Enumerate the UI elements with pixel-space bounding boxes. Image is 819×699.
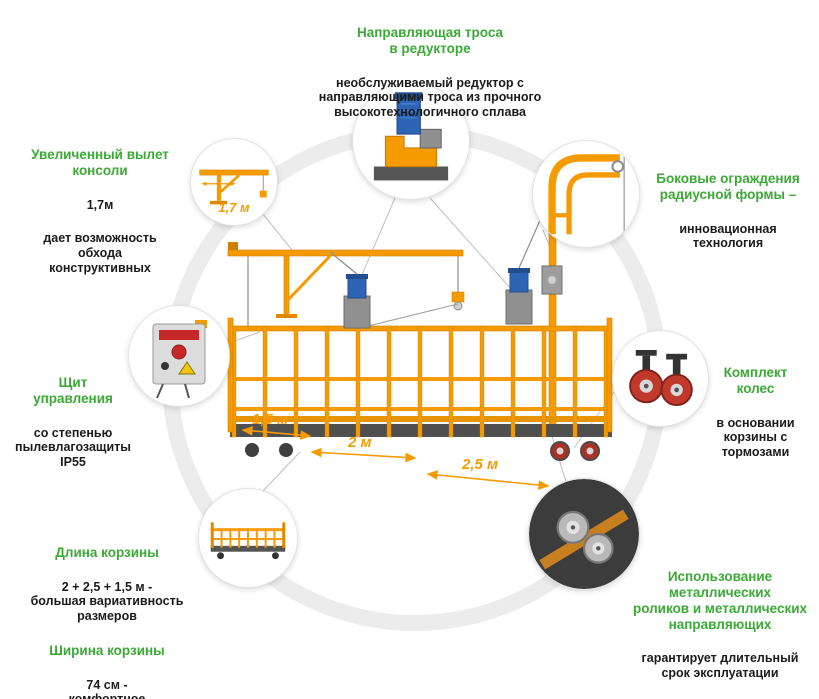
callout-photo-basket bbox=[198, 488, 298, 588]
dimension-arrows bbox=[241, 426, 550, 490]
callout-photo-rollers bbox=[528, 478, 640, 590]
gearbox-motor-icon bbox=[373, 92, 449, 181]
callout-photo-gearbox bbox=[352, 82, 470, 200]
callout-text-gearbox: Направляющая троса в редукторе необслужи… bbox=[270, 6, 590, 139]
panel-title: Щит управления bbox=[33, 374, 113, 406]
railing-posts bbox=[231, 325, 609, 438]
callout-text-panel: Щит управления со степенью пылевлагозащи… bbox=[8, 356, 138, 489]
mini-basket-icon bbox=[210, 522, 286, 560]
radius-railing-icon bbox=[548, 149, 625, 239]
panel-body: со степенью пылевлагозащиты IP55 bbox=[15, 425, 131, 470]
rollers-body: гарантирует длительный срок эксплуатации bbox=[641, 651, 799, 681]
callout-photo-wheels bbox=[612, 330, 709, 427]
dimension-section-small: 1,5 м bbox=[252, 411, 289, 428]
leader-lines bbox=[225, 197, 615, 493]
callout-text-railings: Боковые ограждения радиусной формы – инн… bbox=[642, 152, 814, 270]
gearbox-body: необслуживаемый редуктор с направляющими… bbox=[318, 75, 542, 120]
wheels-body: в основании корзины с тормозами bbox=[716, 415, 795, 460]
console-value: 1,7м bbox=[86, 197, 114, 212]
basket-width-title: Ширина корзины bbox=[49, 642, 165, 658]
basket-width-body: 74 см - комфортное использование bbox=[69, 677, 146, 699]
callout-text-basket: Длина корзины 2 + 2,5 + 1,5 м - большая … bbox=[12, 526, 202, 699]
gearbox-title: Направляющая троса в редукторе bbox=[356, 24, 504, 56]
wheels-title: Комплект колес bbox=[723, 364, 788, 396]
basket-length-body: 2 + 2,5 + 1,5 м - большая вариативность … bbox=[30, 579, 184, 624]
dimension-section-large: 2,5 м bbox=[462, 456, 499, 473]
console-davit-icon bbox=[199, 169, 269, 205]
console-title: Увеличенный вылет консоли bbox=[31, 146, 169, 178]
platform-basket bbox=[227, 317, 613, 461]
basket-length-title: Длина корзины bbox=[55, 544, 159, 560]
callout-photo-control-panel bbox=[128, 305, 230, 407]
davit-console bbox=[227, 242, 465, 327]
dimension-section-mid: 2 м bbox=[348, 434, 372, 451]
callout-photo-radius-railing bbox=[532, 140, 640, 248]
control-panel-icon bbox=[152, 320, 207, 399]
callout-text-rollers: Использование металлических роликов и ме… bbox=[625, 550, 815, 699]
dimension-console-reach: 1,7 м bbox=[218, 200, 250, 215]
callout-photo-console: 1,7 м bbox=[190, 138, 278, 226]
console-body: дает возможность обхода конструктивных bbox=[43, 231, 157, 275]
callout-text-wheels: Комплект колес в основании корзины с тор… bbox=[698, 346, 813, 479]
callout-text-console: Увеличенный вылет консоли 1,7м дает возм… bbox=[10, 128, 190, 294]
metal-rollers-icon bbox=[529, 479, 639, 589]
railings-body: инновационная технология bbox=[679, 221, 777, 251]
railings-title: Боковые ограждения радиусной формы – bbox=[656, 170, 800, 202]
hoist-units bbox=[329, 199, 550, 329]
caster-wheels-icon bbox=[629, 350, 693, 407]
rollers-title: Использование металлических роликов и ме… bbox=[632, 568, 808, 632]
